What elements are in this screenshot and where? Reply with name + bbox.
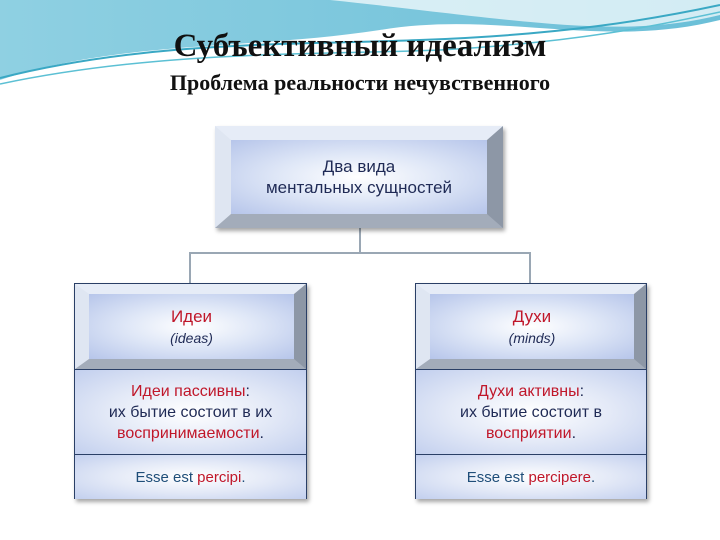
minds-desc-line3: восприятии xyxy=(485,425,572,442)
minds-subtitle: (minds) xyxy=(508,330,556,346)
colon: : xyxy=(579,383,585,400)
minds-title: Духи xyxy=(512,307,552,326)
ideas-desc-line3: воспринимаемости xyxy=(117,425,260,442)
colon: : xyxy=(245,383,250,400)
root-line1: Два вида xyxy=(322,157,396,176)
minds-motto: Esse est percipere. xyxy=(416,454,646,499)
motto-b: percipi xyxy=(197,468,242,486)
ideas-subtitle: (ideas) xyxy=(170,330,213,346)
ideas-node: Идеи (ideas) Идеи пассивны: их бытие сос… xyxy=(74,283,307,499)
minds-description: Духи активны: их бытие состоит в восприя… xyxy=(416,369,646,455)
motto-b: percipere xyxy=(528,468,592,486)
ideas-title: Идеи xyxy=(170,307,213,326)
minds-header: Духи (minds) xyxy=(416,284,646,369)
connector-vertical xyxy=(359,228,361,254)
ideas-desc-red: Идеи пассивны xyxy=(131,383,246,400)
connector-horizontal xyxy=(189,252,531,254)
slide-title: Субъективный идеализм xyxy=(173,28,547,64)
ideas-desc-line2: их бытие состоит в их xyxy=(108,404,273,421)
motto-c: . xyxy=(591,468,596,486)
ideas-header: Идеи (ideas) xyxy=(75,284,306,369)
connector-right xyxy=(529,252,531,283)
slide-subtitle: Проблема реальности нечувственного xyxy=(169,70,551,95)
dot: . xyxy=(259,425,264,442)
root-node: Два вида ментальных сущностей xyxy=(215,126,503,228)
dot: . xyxy=(571,425,577,442)
ideas-description: Идеи пассивны: их бытие состоит в их вос… xyxy=(75,369,306,455)
minds-node: Духи (minds) Духи активны: их бытие сост… xyxy=(415,283,647,499)
motto-a: Esse est xyxy=(466,468,529,486)
connector-left xyxy=(189,252,191,283)
ideas-motto: Esse est percipi. xyxy=(75,454,306,499)
header-wave-decoration xyxy=(0,0,720,85)
motto-a: Esse est xyxy=(135,468,198,486)
minds-desc-red: Духи активны xyxy=(477,383,580,400)
motto-c: . xyxy=(241,468,246,486)
minds-desc-line2: их бытие состоит в xyxy=(460,404,602,421)
root-line2: ментальных сущностей xyxy=(265,178,453,197)
